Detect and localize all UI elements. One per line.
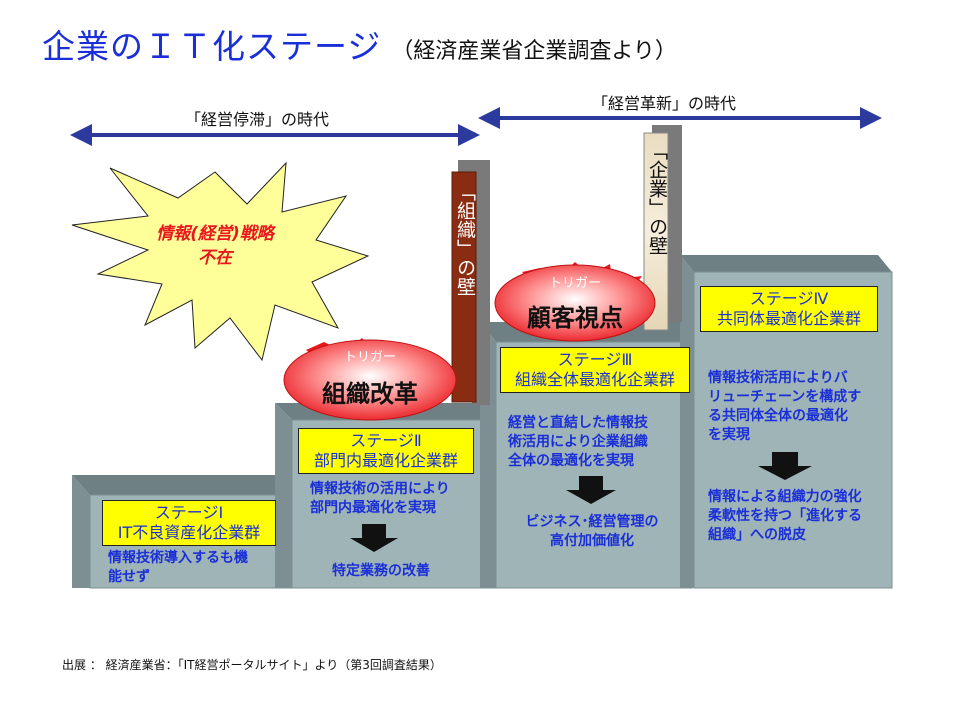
down-arrow-stage3 [566,476,616,504]
stage-4-result: 情報による組織力の強化 柔軟性を持つ「進化する 組織」への脱皮 [708,488,862,545]
stage-2-result: 特定業務の改善 [332,563,430,579]
strategy-absent-text: 情報(経営)戦略 不在 [140,222,290,270]
stage-4-desc-line: リューチェーンを構成す [708,389,862,405]
title-subtitle: （経済産業省企業調査より） [391,39,677,64]
stage-4-description: 情報技術活用によりバ リューチェーンを構成す る共同体全体の最適化 を実現 [708,369,861,445]
stage-4-number: ステージⅣ [749,289,829,308]
burst-line-2: 不在 [198,248,232,268]
stage-1-desc-line: 能せず [108,569,150,585]
organization-wall [451,160,490,405]
stage-3-number: ステージⅢ [557,350,633,369]
era-label-stagnation: 「経営停滞」の時代 [185,110,330,129]
stage-3-desc-line: 全体の最適化を実現 [508,453,634,469]
stage-4-desc-line: 情報技術活用によりバ [708,370,848,386]
stage-4-name: 共同体最適化企業群 [716,309,861,328]
stage-3-desc-line: 経営と直結した情報技 [508,415,648,431]
down-arrow-stage4 [758,452,812,480]
stage-1-name: IT不良資産化企業群 [117,523,261,542]
stage-4-result-line: 情報による組織力の強化 [708,489,862,505]
source-note: 出展 ： 経済産業省：「IT経営ポータルサイト」より（第3回調査結果） [62,658,442,672]
stage-4-result-line: 柔軟性を持つ「進化する [708,508,862,524]
era-label-innovation: 「経営革新」の時代 [592,94,737,113]
era-arrow-stagnation [70,124,480,146]
stage-3-result-line: ビジネス･経営管理の [525,514,659,530]
era-arrow-innovation [478,107,882,129]
stage-4-label: ステージⅣ 共同体最適化企業群 [700,286,878,332]
stage-2-number: ステージⅡ [350,431,422,450]
stage-2-name: 部門内最適化企業群 [313,451,458,470]
stage-4-desc-line: を実現 [708,427,750,443]
trigger-1-label: トリガー [343,350,396,365]
stage-3-desc-line: 術活用により企業組織 [508,434,648,450]
stage-3-name: 組織全体最適化企業群 [514,370,675,389]
strategy-absent-burst [71,161,370,362]
organization-wall-label: 「組織」の壁 [454,182,476,296]
stage-2-description: 情報技術の活用により 部門内最適化を実現 [310,480,450,518]
stage-3-result-line: 高付加価値化 [550,533,634,549]
title-main: 企業のＩＴ化ステージ [42,27,382,66]
page-title: 企業のＩＴ化ステージ （経済産業省企業調査より） [42,20,677,68]
stage-1-description: 情報技術導入するも機 能せず [108,549,248,587]
down-arrow-stage2 [350,524,398,552]
trigger-badge-1 [283,338,457,421]
stage-1-label: ステージⅠ IT不良資産化企業群 [102,500,276,546]
trigger-2-label: トリガー [548,276,601,291]
stage-2-desc-line: 情報技術の活用により [310,481,450,497]
burst-line-1: 情報(経営)戦略 [156,224,274,244]
stage-1-number: ステージⅠ [154,503,224,522]
stage-3-result: ビジネス･経営管理の 高付加価値化 [508,513,676,551]
enterprise-wall-label: 「企業」の壁 [646,141,668,255]
stage-4-desc-line: る共同体全体の最適化 [708,408,848,424]
trigger-2-text: 顧客視点 [527,304,623,332]
stage-3-label: ステージⅢ 組織全体最適化企業群 [500,347,690,393]
trigger-badge-2 [494,262,656,342]
stage-2-desc-line: 部門内最適化を実現 [310,500,436,516]
stage-3-description: 経営と直結した情報技 術活用により企業組織 全体の最適化を実現 [508,414,648,471]
stage-4-result-line: 組織」への脱皮 [708,527,806,543]
trigger-1-text: 組織改革 [322,380,418,408]
stage-1-desc-line: 情報技術導入するも機 [108,550,248,566]
stage-2-label: ステージⅡ 部門内最適化企業群 [298,428,474,474]
